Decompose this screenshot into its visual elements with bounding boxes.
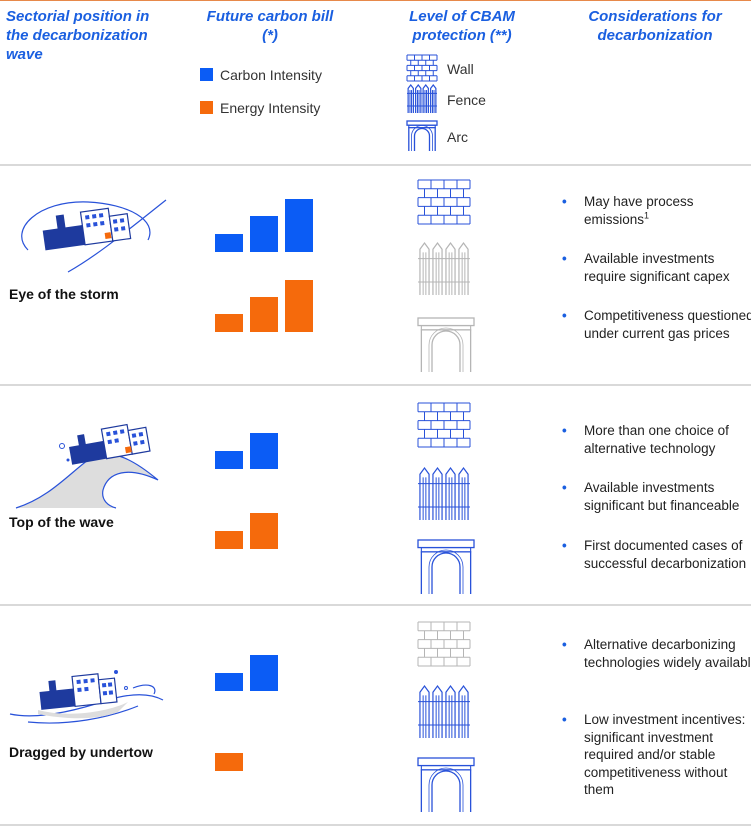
row1-fence-icon [418,241,470,295]
row1-energy-bar-3 [285,280,313,332]
row2-fence-icon [418,466,470,520]
row2-consideration-3: •First documented cases of successful de… [562,538,747,571]
legend-energy-swatch [200,101,213,114]
row2-consideration-2: •Available investments significant but f… [562,480,740,513]
row1-carbon-bar-3 [285,199,313,252]
header-future-carbon-bill: Future carbon bill (*) [206,8,334,44]
row3-carbon-bar-2 [250,655,278,691]
header-cbam-protection: Level of CBAM protection (**) [409,8,515,44]
row2-wall-icon [417,402,471,448]
row1-arc-icon [417,317,475,372]
row3-consideration-2: •Low investment incentives: significant … [562,712,746,797]
row1-carbon-bar-1 [215,234,243,252]
row1-consideration-3: •Competitiveness questioned under curren… [562,308,751,341]
row1-energy-bar-2 [250,297,278,332]
row2-consideration-1: •More than one choice of alternative tec… [562,423,729,456]
factory-storm-illustration [21,199,167,273]
row3-consideration-1: •Alternative decarbonizing technologies … [562,637,751,670]
row1-consideration-2: •Available investments require significa… [562,251,730,284]
row-label-dragged-by-undertow: Dragged by undertow [9,744,153,760]
row2-arc-icon [417,539,475,594]
divider-2 [0,384,751,386]
row1-wall-icon [417,179,471,225]
legend-arc-label: Arc [447,129,468,145]
legend-fence-label: Fence [447,92,486,108]
legend-carbon-label: Carbon Intensity [220,67,322,83]
row3-energy-bar-1 [215,753,243,771]
header-sectorial-position: Sectorial position in the decarbonizatio… [6,8,150,63]
row1-consideration-1: •May have process emissions1 [562,194,694,227]
row3-wall-icon [417,621,471,667]
row3-arc-icon [417,757,475,812]
divider-3 [0,604,751,606]
top-border [0,0,751,1]
row-label-eye-of-storm: Eye of the storm [9,286,119,302]
row2-carbon-bar-1 [215,451,243,469]
factory-undertow-illustration [9,670,164,724]
legend-energy-label: Energy Intensity [220,100,321,116]
factory-wave-illustration [15,423,159,509]
row2-energy-bar-2 [250,513,278,549]
legend-carbon-swatch [200,68,213,81]
divider-1 [0,164,751,166]
row3-carbon-bar-1 [215,673,243,691]
wall-legend-icon [406,54,438,82]
row1-energy-bar-1 [215,314,243,332]
legend-wall-label: Wall [447,61,474,77]
row3-fence-icon [418,684,470,738]
row-label-top-of-wave: Top of the wave [9,514,114,530]
row2-energy-bar-1 [215,531,243,549]
divider-4 [0,824,751,826]
row2-carbon-bar-2 [250,433,278,469]
arc-legend-icon [406,120,438,151]
header-considerations: Considerations for decarbonization [588,8,722,44]
row1-carbon-bar-2 [250,216,278,252]
fence-legend-icon [407,84,437,113]
